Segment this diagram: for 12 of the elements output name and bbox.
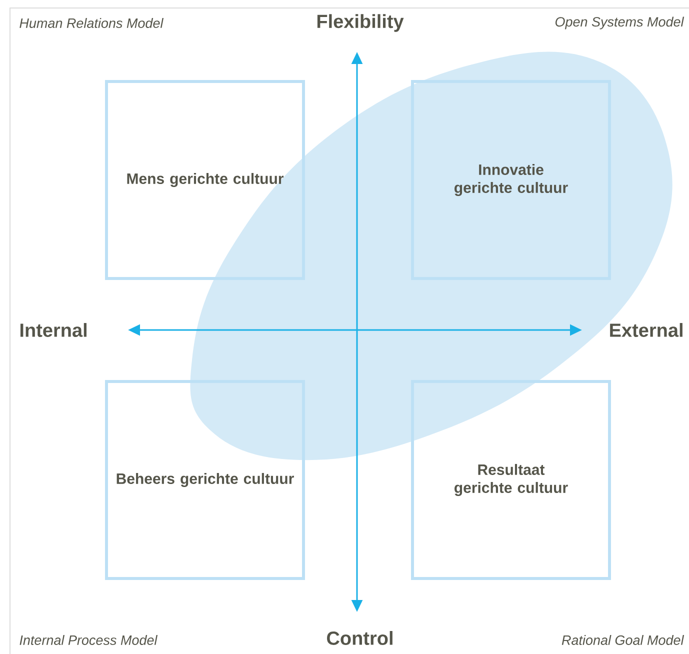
culture-box: Beheers gerichte cultuur <box>105 380 305 580</box>
model-label: Internal Process Model <box>20 635 158 645</box>
culture-box: Resultaat gerichte cultuur <box>411 380 611 580</box>
axis-label: Control <box>327 631 392 645</box>
axis-label: External <box>610 323 682 337</box>
axis-label: Internal <box>20 323 86 337</box>
culture-box: Mens gerichte cultuur <box>105 80 305 280</box>
culture-box: Innovatie gerichte cultuur <box>411 80 611 280</box>
model-label: Human Relations Model <box>20 18 164 28</box>
axis-label: Flexibility <box>317 14 404 32</box>
model-label: Rational Goal Model <box>562 635 684 645</box>
model-label: Open Systems Model <box>555 16 684 30</box>
